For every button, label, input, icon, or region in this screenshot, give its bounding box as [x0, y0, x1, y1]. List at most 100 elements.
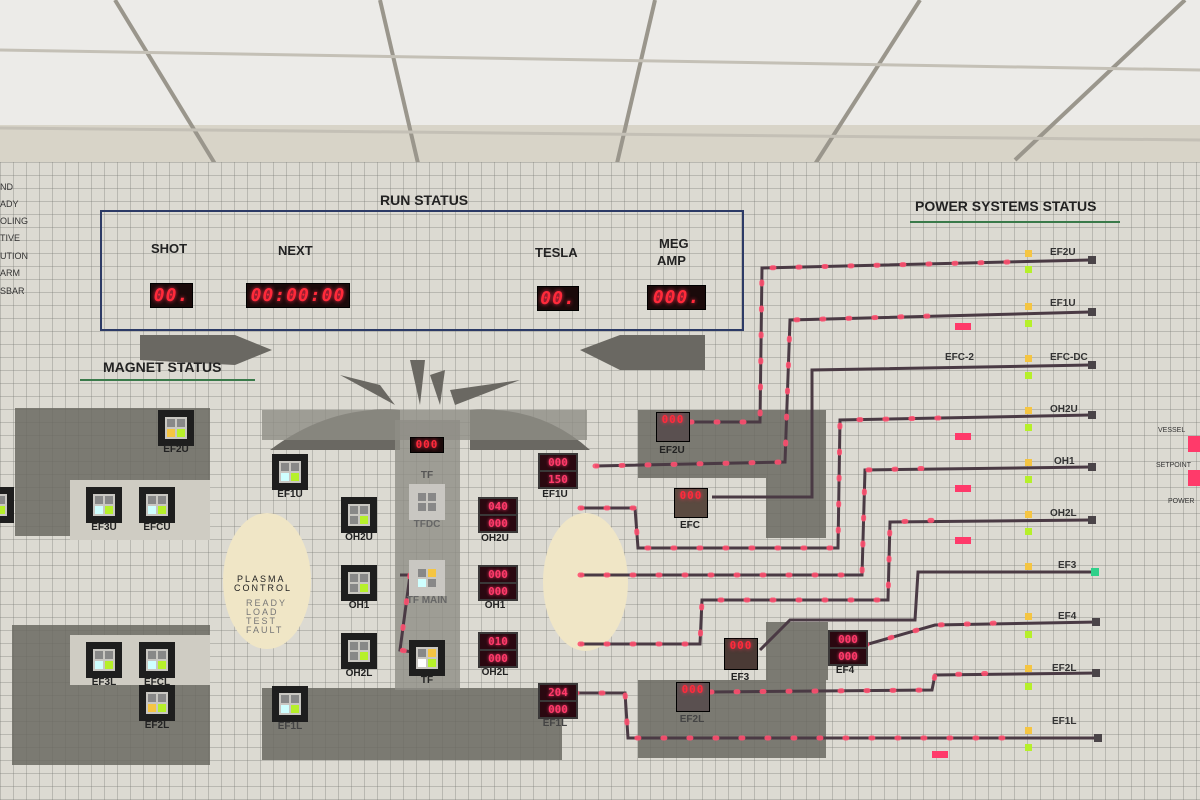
display-ef2u: 000 [656, 412, 690, 442]
magnet-module-ef4u[interactable] [0, 487, 14, 523]
next-display: 00:00:00 [246, 283, 350, 308]
vessel-label: VESSEL [1158, 427, 1186, 434]
display-bottom: 150 [540, 472, 576, 487]
module-label: TF MAIN [406, 595, 448, 606]
power-line-label: OH1 [1054, 456, 1075, 467]
module-label: TFDC [413, 519, 441, 530]
lamp-yellow [1025, 665, 1032, 672]
module-label: EF2U [163, 444, 189, 455]
display-label: OH2L [481, 667, 509, 678]
megamp-label: MEG [659, 236, 689, 251]
lamp-yellow [1025, 563, 1032, 570]
module-label: EF1U [277, 489, 303, 500]
plasma-shape [543, 513, 628, 651]
module-label: EFCL [143, 677, 171, 688]
magnet-module-oh2l[interactable] [341, 633, 377, 669]
plasma-state-load: LOAD [246, 607, 279, 617]
display-bottom: 000 [480, 516, 516, 531]
megamp-display: 000. [647, 285, 706, 310]
power-line-label: EFC-DC [1050, 352, 1088, 363]
display-top: 000 [540, 455, 576, 470]
power-label: POWER [1168, 498, 1195, 505]
lamp-green [1025, 631, 1032, 638]
module-label: EF2L [144, 720, 170, 731]
magnet-module-oh1[interactable] [341, 565, 377, 601]
display-bottom: 000 [480, 584, 516, 599]
magnet-module-efcl[interactable] [139, 642, 175, 678]
lamp-yellow [1025, 727, 1032, 734]
magnet-status-title: MAGNET STATUS [103, 359, 222, 375]
lamp-yellow [1025, 459, 1032, 466]
power-line-label: EF4 [1058, 611, 1077, 622]
run-status-box [100, 210, 744, 331]
lamp-yellow [1025, 613, 1032, 620]
module-label: OH2L [345, 668, 373, 679]
side-label: ADY [0, 199, 19, 209]
magnet-module-ef3u[interactable] [86, 487, 122, 523]
magnet-module-efcu[interactable] [139, 487, 175, 523]
display-label: EF4 [835, 665, 855, 676]
module-label: EF3L [91, 677, 117, 688]
lamp-green [1025, 372, 1032, 379]
lamp-green [1025, 476, 1032, 483]
power-line-label: EF2L [1052, 663, 1077, 674]
plasma-state-ready: READY [246, 598, 288, 608]
lamp-green [1025, 744, 1032, 751]
plasma-control-title: PLASMA [237, 574, 286, 584]
display-label: EF2U [659, 445, 685, 456]
plasma-control-title: CONTROL [234, 583, 293, 593]
side-label: ND [0, 182, 13, 192]
magnet-module-tf[interactable] [409, 640, 445, 676]
display-bottom: 000 [540, 702, 576, 717]
magnet-module-ef1l[interactable] [272, 686, 308, 722]
lamp-yellow [1025, 355, 1032, 362]
display-top: 000 [480, 567, 516, 582]
side-label: ARM [0, 268, 20, 278]
side-label: TIVE [0, 233, 21, 243]
shot-display: 00. [150, 283, 193, 308]
next-label: NEXT [278, 243, 313, 258]
magnet-module-oh2u[interactable] [341, 497, 377, 533]
ceiling [0, 0, 1200, 172]
lamp-yellow [1025, 511, 1032, 518]
module-label: EF4U [0, 522, 18, 533]
module-label: TF [420, 675, 434, 686]
magnet-module-ef2u[interactable] [158, 410, 194, 446]
display-top: 204 [540, 685, 576, 700]
vessel-display [1188, 436, 1200, 452]
magnet-module-ef1u[interactable] [272, 454, 308, 490]
power-line-label: EF1U [1050, 298, 1076, 309]
lamp-green [1025, 320, 1032, 327]
region-block [766, 478, 826, 538]
lamp-green [1025, 528, 1032, 535]
region-block [262, 688, 562, 760]
run-status-title: RUN STATUS [380, 192, 469, 208]
display-label: EF1L [542, 718, 568, 729]
display-label: EF3 [730, 672, 750, 683]
power-line-label: EFC-2 [945, 352, 974, 363]
magnet-module-tf-main[interactable] [409, 560, 445, 596]
magnet-module-ef2l[interactable] [139, 685, 175, 721]
plasma-control-area [223, 513, 311, 649]
setpoint-label: SETPOINT [1156, 462, 1192, 469]
magnet-module-tfdc[interactable] [409, 484, 445, 520]
power-line-label: OH2U [1050, 404, 1078, 415]
setpoint-display [1188, 470, 1200, 486]
tesla-label: TESLA [535, 245, 578, 260]
power-line-label: EF2U [1050, 247, 1076, 258]
power-line-label: OH2L [1050, 508, 1077, 519]
lamp-green [1025, 266, 1032, 273]
magnet-module-ef3l[interactable] [86, 642, 122, 678]
module-label: EF1L [277, 721, 303, 732]
magnet-status-underline [80, 379, 255, 381]
display-label: EFC [680, 520, 700, 531]
power-systems-title: POWER SYSTEMS STATUS [915, 198, 1097, 214]
lamp-green [1025, 424, 1032, 431]
breaker-display [955, 433, 971, 440]
module-label: OH2U [345, 532, 373, 543]
display-label: OH1 [484, 600, 506, 611]
